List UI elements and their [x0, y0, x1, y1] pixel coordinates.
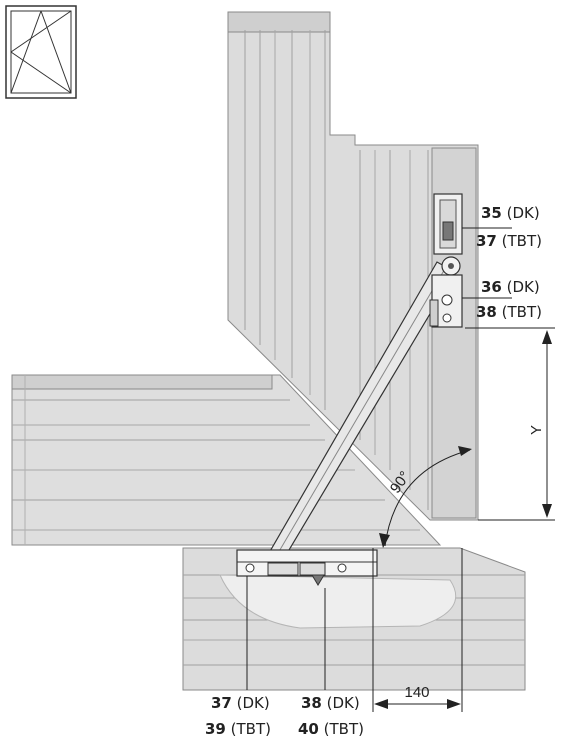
variant: (TBT): [501, 303, 542, 321]
part-number: 38: [476, 303, 497, 321]
tilt-turn-window-icon: [5, 5, 77, 99]
label-35-dk: 35 (DK): [481, 204, 540, 222]
label-38-dk-bottom: 38 (DK): [301, 694, 360, 712]
lower-hinge-component: [429, 274, 463, 328]
variant: (DK): [506, 278, 540, 296]
part-number: 40: [298, 720, 319, 738]
variant: (DK): [326, 694, 360, 712]
upper-hinge-component: [433, 193, 463, 255]
y-dimension-label: Y: [528, 425, 545, 435]
part-number: 38: [301, 694, 322, 712]
part-number: 37: [476, 232, 497, 250]
variant: (DK): [506, 204, 540, 222]
variant: (TBT): [501, 232, 542, 250]
part-number: 39: [205, 720, 226, 738]
label-39-tbt: 39 (TBT): [205, 720, 271, 738]
part-number: 35: [481, 204, 502, 222]
variant: (DK): [236, 694, 270, 712]
width-dimension-label: 140: [404, 684, 429, 701]
part-number: 36: [481, 278, 502, 296]
label-40-tbt: 40 (TBT): [298, 720, 364, 738]
variant: (TBT): [323, 720, 364, 738]
label-37-dk-bottom: 37 (DK): [211, 694, 270, 712]
part-number: 37: [211, 694, 232, 712]
bottom-stay-bearing: [236, 549, 378, 586]
bottom-sash-profile: [182, 547, 526, 691]
variant: (TBT): [230, 720, 271, 738]
label-37-tbt: 37 (TBT): [476, 232, 542, 250]
label-38-tbt: 38 (TBT): [476, 303, 542, 321]
horizontal-frame-profile: [11, 374, 442, 546]
label-36-dk: 36 (DK): [481, 278, 540, 296]
leader-lines: [246, 227, 555, 712]
